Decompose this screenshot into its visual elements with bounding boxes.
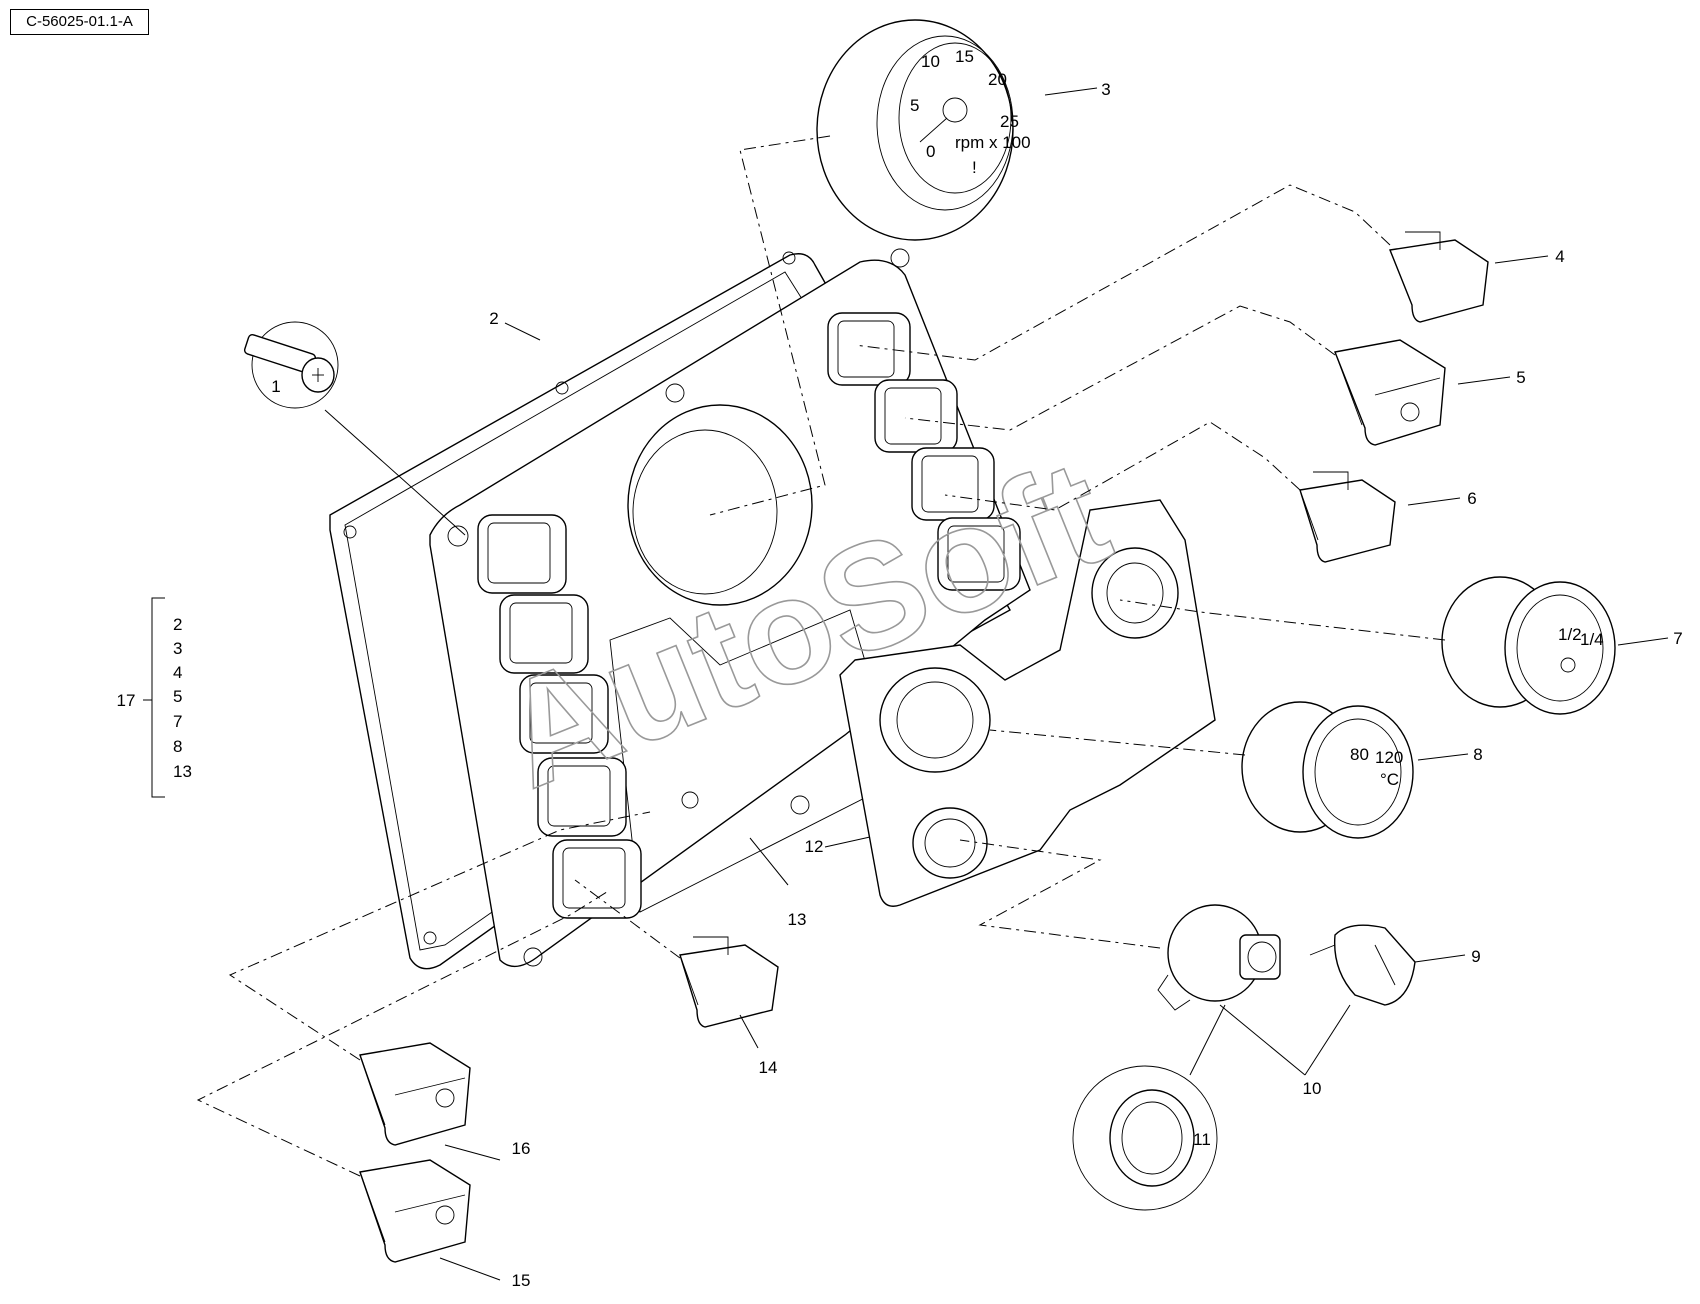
callout-16: 16 <box>512 1139 531 1158</box>
tach-label-15: 15 <box>955 47 974 66</box>
drawing-reference-code: C-56025-01.1-A <box>10 9 149 35</box>
callout-13: 13 <box>788 910 807 929</box>
tach-label-20: 20 <box>988 70 1007 89</box>
callout-2: 2 <box>489 309 498 328</box>
temp-label-120: 120 <box>1375 748 1403 767</box>
kit-item-2: 2 <box>173 615 182 634</box>
rocker-switch-16 <box>359 1042 471 1146</box>
fuel-label-half: 1/2 <box>1558 625 1582 644</box>
callout-8: 8 <box>1473 745 1482 764</box>
rocker-switch-15 <box>359 1159 471 1263</box>
temp-label-80: 80 <box>1350 745 1369 764</box>
tachometer: 0 5 10 15 20 25 rpm x 100 ! <box>816 19 1031 241</box>
kit-item-8: 8 <box>173 737 182 756</box>
tach-label-25: 25 <box>1000 112 1019 131</box>
switch-openings-left <box>477 514 642 919</box>
callout-12: 12 <box>805 837 824 856</box>
assembly-lines <box>196 135 1446 1177</box>
screw <box>243 321 339 409</box>
blank-plug-4 <box>1389 231 1489 323</box>
kit-item-4: 4 <box>173 663 182 682</box>
callout-14: 14 <box>759 1058 778 1077</box>
blank-plug-6 <box>1299 471 1396 563</box>
tach-label-5: 5 <box>910 96 919 115</box>
fuel-gauge: 1/2 1/4 <box>1441 576 1616 715</box>
tach-warning: ! <box>972 158 977 177</box>
temp-unit: °C <box>1380 770 1399 789</box>
callout-numbers: 1 2 3 4 5 6 7 8 9 10 11 12 13 14 15 16 <box>271 80 1682 1290</box>
leader-lines <box>324 87 1669 1281</box>
tach-unit: rpm x 100 <box>955 133 1031 152</box>
kit-item-13: 13 <box>173 762 192 781</box>
temperature-gauge: 80 120 °C <box>1241 701 1414 839</box>
kit-item-3: 3 <box>173 639 182 658</box>
callout-4: 4 <box>1555 247 1564 266</box>
callout-6: 6 <box>1467 489 1476 508</box>
callout-15: 15 <box>512 1271 531 1290</box>
blank-plug-14 <box>679 936 779 1028</box>
callout-1: 1 <box>271 377 280 396</box>
rocker-switch-5 <box>1334 339 1446 446</box>
fuel-label-quarter: 1/4 <box>1580 630 1604 649</box>
ignition-switch <box>1157 904 1281 1011</box>
ignition-knob <box>1309 924 1416 1006</box>
callout-11: 11 <box>1193 1130 1211 1149</box>
callout-10: 10 <box>1303 1079 1322 1098</box>
callout-9: 9 <box>1471 947 1480 966</box>
switch-openings-right <box>827 312 1021 591</box>
ignition-nut <box>1072 1065 1218 1211</box>
kit-item-5: 5 <box>173 687 182 706</box>
tach-label-10: 10 <box>921 52 940 71</box>
kit-number: 17 <box>117 691 136 710</box>
callout-5: 5 <box>1516 368 1525 387</box>
callout-3: 3 <box>1101 80 1110 99</box>
callout-7: 7 <box>1673 629 1682 648</box>
gauge-bezel <box>839 499 1216 907</box>
kit-item-7: 7 <box>173 712 182 731</box>
tach-label-0: 0 <box>926 142 935 161</box>
kit-bracket: 17 2 3 4 5 7 8 13 <box>117 597 192 798</box>
